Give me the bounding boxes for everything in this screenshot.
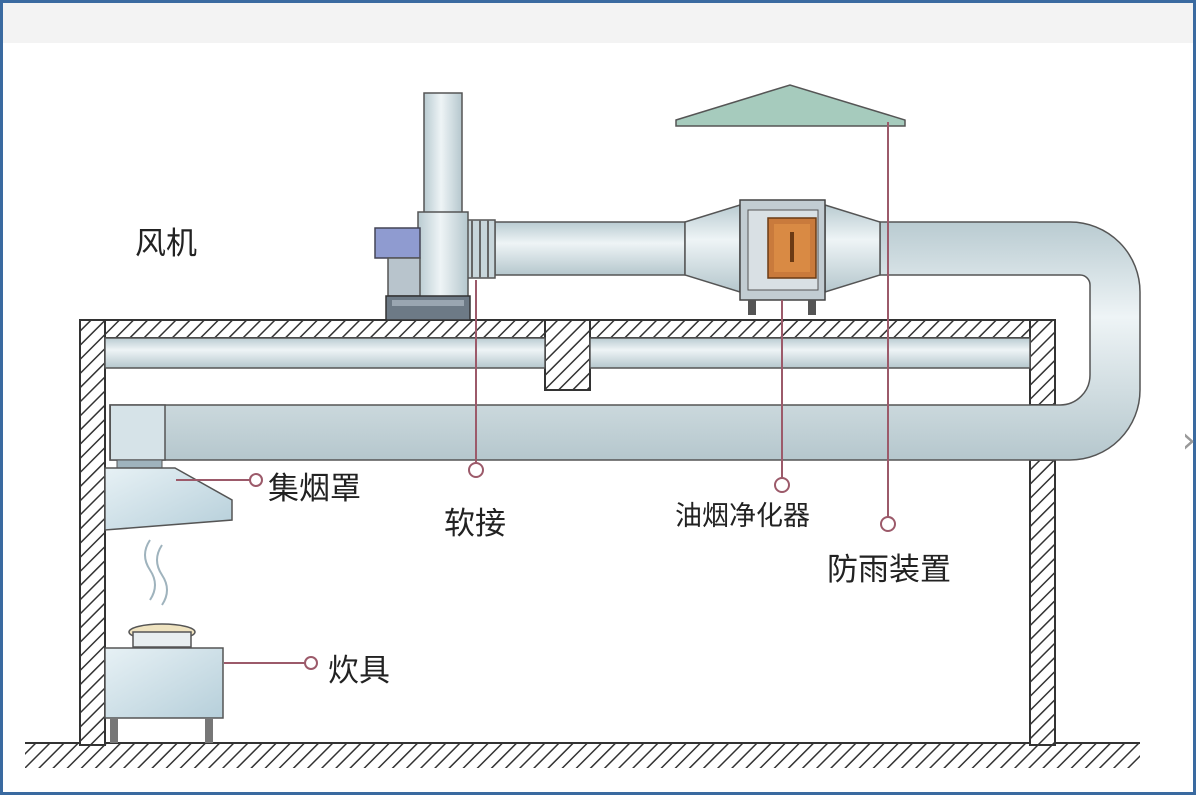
fan xyxy=(374,92,471,321)
roof-duct xyxy=(494,203,881,294)
building xyxy=(79,319,1056,746)
soft-joint-label: 软接 xyxy=(444,506,506,542)
top-bar xyxy=(3,3,1193,43)
ceiling-duct xyxy=(104,337,1031,369)
hood xyxy=(104,459,233,531)
purifier-label: 油烟净化器 xyxy=(675,501,810,532)
main-duct xyxy=(109,221,1141,461)
chevron-right-icon[interactable]: › xyxy=(1181,420,1196,461)
purifier xyxy=(739,199,826,315)
rain-cap xyxy=(675,84,906,127)
fan-label: 风机 xyxy=(135,226,197,262)
rain-guard-label: 防雨装置 xyxy=(827,552,951,588)
cooker xyxy=(104,539,224,743)
ground xyxy=(25,742,1140,768)
leader-lines xyxy=(176,122,896,670)
hood-label: 集烟罩 xyxy=(268,471,361,507)
cooker-label: 炊具 xyxy=(328,653,390,689)
soft-joint xyxy=(464,219,496,279)
